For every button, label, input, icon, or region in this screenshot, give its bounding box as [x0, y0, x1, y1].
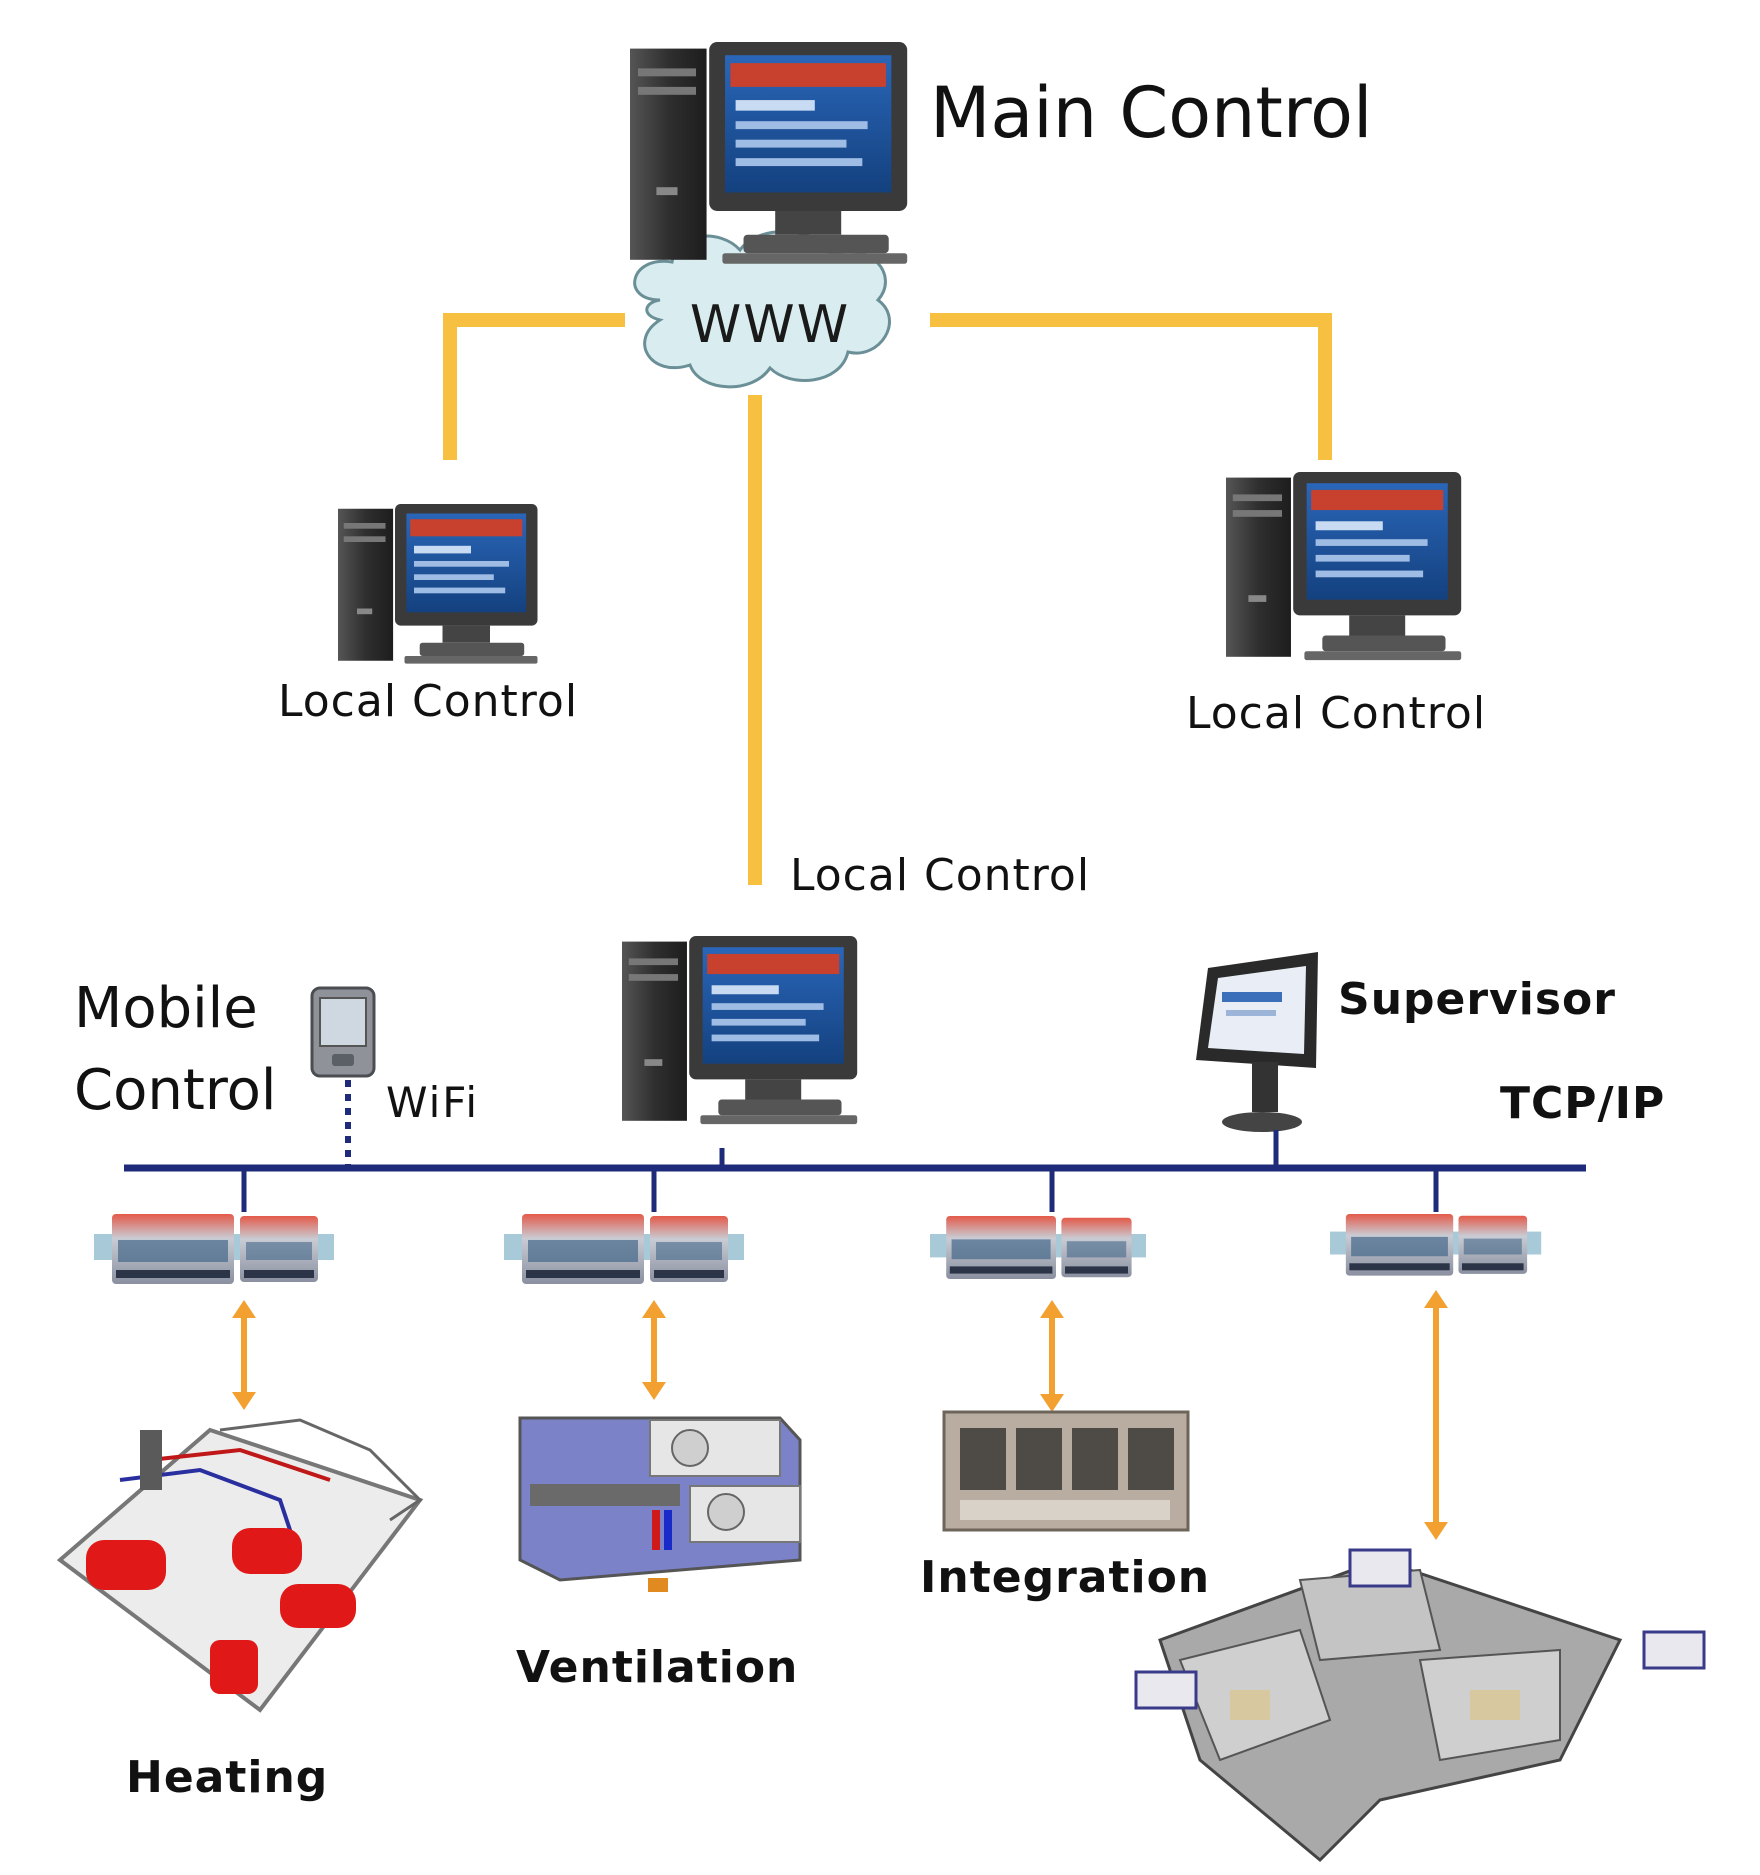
zone-field-link-head-up [1424, 1290, 1448, 1308]
heating-pump [210, 1640, 258, 1694]
main-control-label: Main Control [930, 72, 1373, 154]
heating-label: Heating [126, 1752, 329, 1803]
heating-plant-icon [56, 1418, 424, 1713]
supervisor-label: Supervisor [1338, 974, 1616, 1025]
ahu-filter [530, 1484, 680, 1506]
controller-module-zone-icon [1330, 1214, 1542, 1276]
wifi-label: WiFi [386, 1078, 480, 1127]
heating-tank-1 [86, 1540, 166, 1590]
local-control-left-computer-icon [338, 504, 538, 664]
zone-field-link [1424, 1290, 1448, 1540]
ahu-fan-upper-wheel [671, 1429, 709, 1467]
monitor-base [1222, 1112, 1302, 1132]
pda-button [332, 1054, 354, 1066]
local-control-right-computer-icon [1226, 472, 1462, 661]
chiller-fan-bay-2 [1016, 1428, 1062, 1490]
pda-icon [310, 986, 376, 1078]
chiller-fan-bay-1 [960, 1428, 1006, 1490]
heating-control-box [140, 1430, 162, 1490]
ahu-fan-upper [649, 1419, 781, 1477]
mobile-control-label: Mobile Control [74, 968, 276, 1132]
internet-link-right [930, 313, 1332, 460]
controller-module-heating-icon [94, 1214, 334, 1284]
ventilation-field-link [642, 1300, 666, 1400]
ventilation-field-link-head-up [642, 1300, 666, 1318]
integration-field-link-head-down [1040, 1394, 1064, 1412]
chiller-fan-bay-3 [1072, 1428, 1118, 1490]
heating-pipe-outline [219, 1418, 423, 1522]
local-control-center-label: Local Control [790, 850, 1091, 901]
local-control-right-label: Local Control [1186, 688, 1487, 739]
heating-field-link-head-up [232, 1300, 256, 1318]
building-desk-2 [1470, 1690, 1520, 1720]
ahu-valve [648, 1578, 668, 1592]
heating-tank-2 [232, 1528, 302, 1574]
ahu-fan-lower [689, 1485, 801, 1543]
chiller-base-panel [960, 1500, 1170, 1520]
main-control-computer-icon [630, 42, 908, 264]
building-desk-1 [1230, 1690, 1270, 1720]
controller-module-integration-icon [930, 1216, 1146, 1279]
building-sensor-2 [1134, 1670, 1198, 1710]
local-control-center-computer-icon [622, 936, 858, 1125]
integration-label: Integration [920, 1552, 1211, 1603]
integration-field-link-head-up [1040, 1300, 1064, 1318]
building-floorplan-icon [1134, 1548, 1706, 1863]
monitor-stand [1252, 1062, 1278, 1112]
ahu-coil-cold [664, 1510, 672, 1550]
heating-field-link [232, 1300, 256, 1410]
heating-tank-3 [280, 1584, 356, 1628]
heating-field-link-head-down [232, 1392, 256, 1410]
local-control-left-label: Local Control [278, 676, 579, 727]
chiller-fan-bay-4 [1128, 1428, 1174, 1490]
integration-field-link [1040, 1300, 1064, 1412]
ahu-fan-lower-wheel [707, 1493, 745, 1531]
heating-pipe-red [149, 1447, 331, 1482]
tcp-ip-label: TCP/IP [1500, 1078, 1666, 1129]
mobile-control-line-1: Mobile [74, 976, 258, 1041]
ahu-coil-hot [652, 1510, 660, 1550]
mobile-control-line-2: Control [74, 1058, 277, 1123]
ventilation-label: Ventilation [516, 1642, 799, 1693]
monitor-ui-line [1226, 1010, 1276, 1016]
ventilation-field-link-head-down [642, 1382, 666, 1400]
monitor-ui-bar [1222, 992, 1282, 1002]
pda-screen [319, 997, 367, 1047]
flat-monitor-icon [1196, 952, 1318, 1132]
zone-field-link-head-down [1424, 1522, 1448, 1540]
www-label: WWW [690, 295, 850, 355]
air-handling-unit-icon [518, 1416, 802, 1592]
controller-module-ventilation-icon [504, 1214, 744, 1284]
chiller-unit-icon [942, 1410, 1190, 1532]
building-sensor-3 [1642, 1630, 1706, 1670]
building-sensor-1 [1348, 1548, 1412, 1588]
internet-link-left [443, 313, 625, 460]
